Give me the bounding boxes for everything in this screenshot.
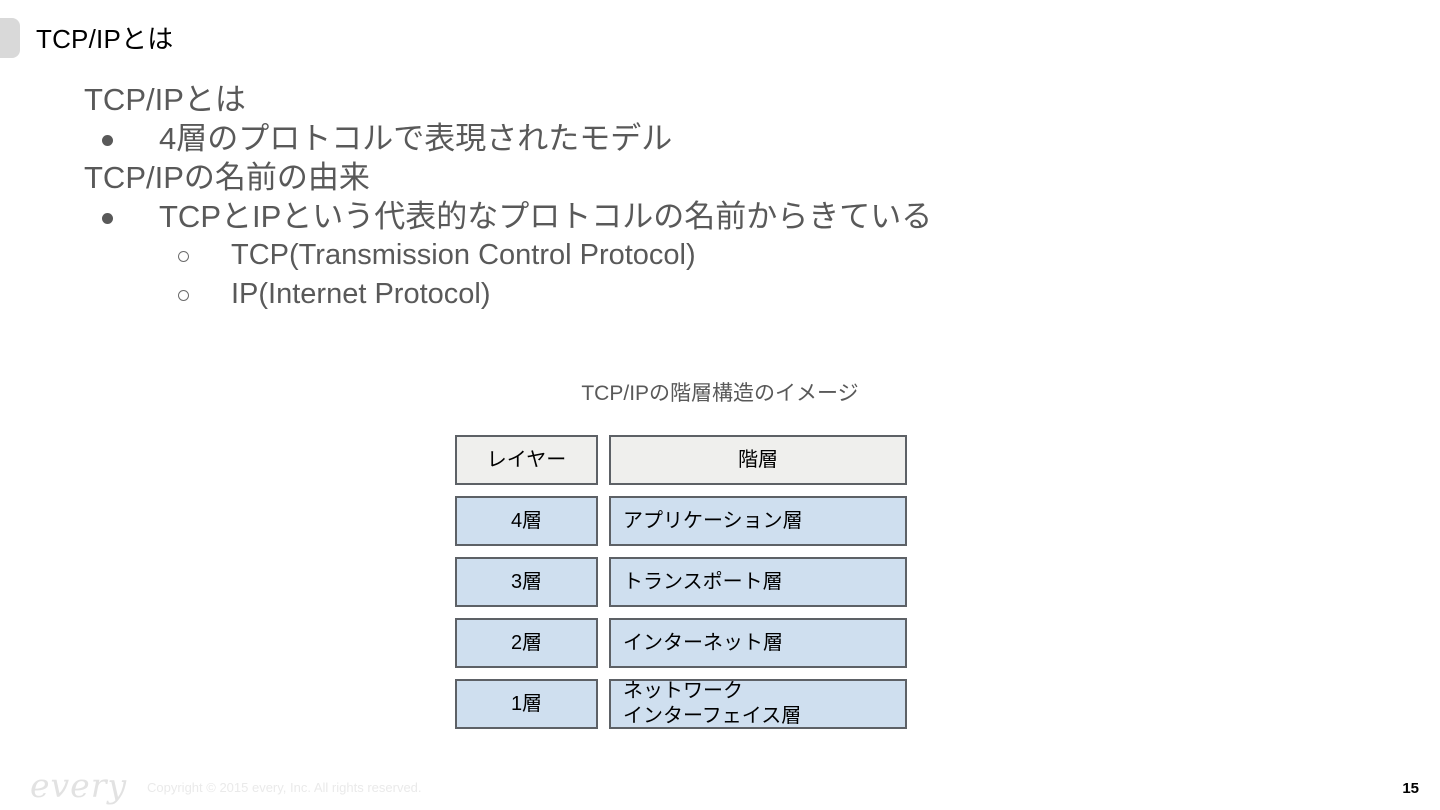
filled-circle-bullet-icon xyxy=(102,213,113,224)
page-number: 15 xyxy=(1402,780,1419,797)
outline-item-label: TCPとIPという代表的なプロトコルの名前からきている xyxy=(159,199,933,234)
table-cell-layer: 1層 xyxy=(455,679,598,729)
table-row: 4層 アプリケーション層 xyxy=(455,496,907,546)
hollow-circle-bullet-icon xyxy=(178,251,189,262)
table-cell-name: インターネット層 xyxy=(609,618,907,668)
copyright-text: Copyright © 2015 every, Inc. All rights … xyxy=(147,780,422,795)
outline-item-level2: TCPとIPという代表的なプロトコルの名前からきている xyxy=(84,197,1184,236)
table-cell-name-line1: トランスポート層 xyxy=(623,571,783,593)
table-row: 2層 インターネット層 xyxy=(455,618,907,668)
table-row: 3層 トランスポート層 xyxy=(455,557,907,607)
outline-item-level1: TCP/IPの名前の由来 xyxy=(84,160,370,195)
table-cell-name-line1: ネットワーク xyxy=(623,680,743,702)
table-cell-name-line1: インターネット層 xyxy=(623,632,783,654)
table-cell-name-line2: インターフェイス層 xyxy=(623,705,802,727)
table-cell-name-line1: アプリケーション層 xyxy=(623,510,803,532)
table-header-row: レイヤー 階層 xyxy=(455,435,907,485)
table-header-name: 階層 xyxy=(609,435,907,485)
outline-item-level2: 4層のプロトコルで表現されたモデル xyxy=(84,119,1184,158)
outline-item-label: IP(Internet Protocol) xyxy=(231,278,491,310)
table-header-layer: レイヤー xyxy=(455,435,598,485)
title-accent-bar xyxy=(0,18,20,58)
outline-item-label: 4層のプロトコルで表現されたモデル xyxy=(159,121,673,156)
table-cell-name: アプリケーション層 xyxy=(609,496,907,546)
tcpip-layer-table: レイヤー 階層 4層 アプリケーション層 3層 トランスポート層 2層 インター… xyxy=(455,435,907,729)
table-row: 1層 ネットワーク インターフェイス層 xyxy=(455,679,907,729)
table-cell-name: ネットワーク インターフェイス層 xyxy=(609,679,907,729)
table-cell-layer: 2層 xyxy=(455,618,598,668)
hollow-circle-bullet-icon xyxy=(178,290,189,301)
outline-item-level3: IP(Internet Protocol) xyxy=(84,275,1184,314)
every-logo: every xyxy=(30,766,128,805)
body-outline: TCP/IPとは 4層のプロトコルで表現されたモデル TCP/IPの名前の由来 … xyxy=(84,80,1184,314)
page-title: TCP/IPとは xyxy=(36,24,174,54)
filled-circle-bullet-icon xyxy=(102,135,113,146)
table-cell-name: トランスポート層 xyxy=(609,557,907,607)
outline-item-level3: TCP(Transmission Control Protocol) xyxy=(84,236,1184,275)
table-cell-layer: 3層 xyxy=(455,557,598,607)
outline-item-level1: TCP/IPとは xyxy=(84,82,246,117)
outline-item-label: TCP(Transmission Control Protocol) xyxy=(231,239,696,271)
diagram-caption: TCP/IPの階層構造のイメージ xyxy=(581,382,859,405)
table-cell-layer: 4層 xyxy=(455,496,598,546)
